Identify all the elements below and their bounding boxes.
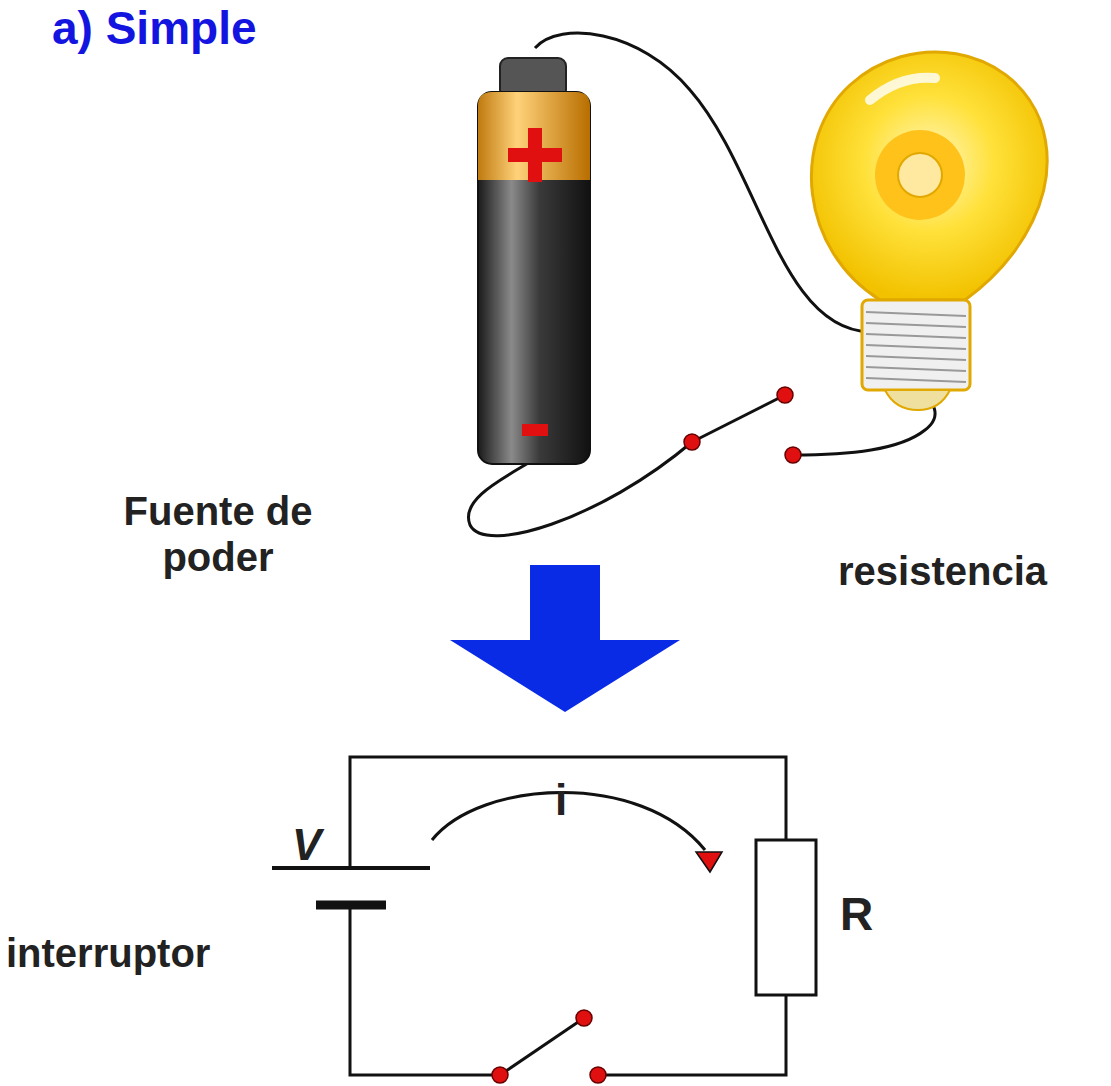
current-arrow [432, 793, 705, 851]
battery-short-plate [316, 901, 386, 910]
switch-symbol [492, 1010, 606, 1083]
component-label: Fuente de poder [78, 488, 358, 580]
schematic-wires [350, 757, 786, 1075]
component-label: interruptor [6, 930, 210, 976]
component-label: resistencia [838, 548, 1047, 594]
current-arrowhead [696, 852, 722, 872]
switch-illustration [684, 387, 801, 463]
voltage-label: V [292, 820, 321, 871]
resistor-label: R [840, 888, 873, 941]
light-bulb [811, 52, 1047, 410]
battery [478, 58, 590, 464]
resistor-symbol [756, 840, 816, 995]
current-label: i [555, 775, 567, 826]
title: a) Simple [52, 2, 257, 55]
transform-arrow [450, 565, 680, 712]
